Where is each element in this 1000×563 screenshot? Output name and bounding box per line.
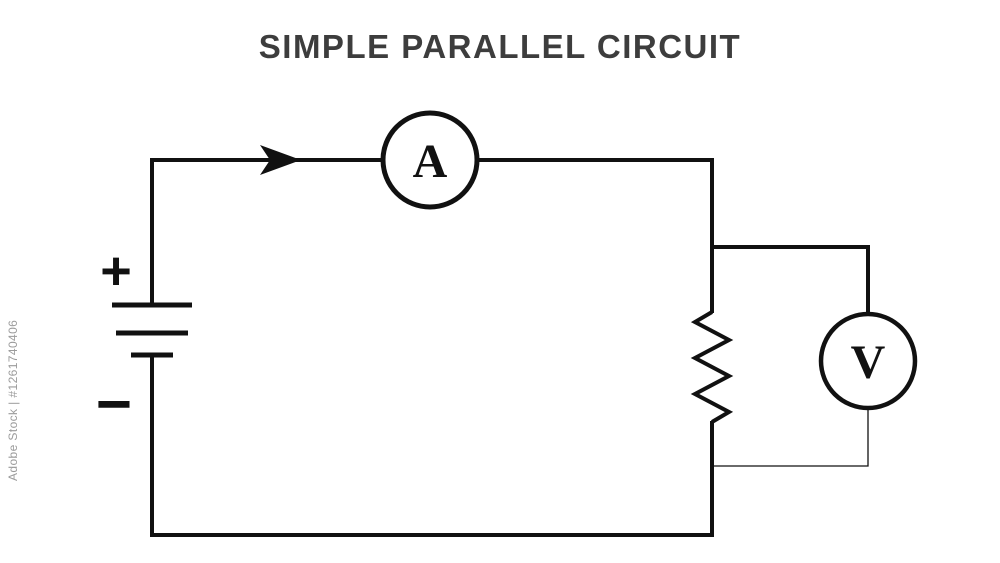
voltmeter-circle: [818, 311, 918, 411]
ammeter-circle: [380, 110, 480, 210]
wire-voltmeter-branch-top: [710, 245, 870, 315]
ammeter-symbol: A: [380, 110, 480, 210]
current-arrow-icon: [260, 145, 301, 175]
wire-voltmeter-branch-bottom: [712, 408, 869, 467]
diagram-title: SIMPLE PARALLEL CIRCUIT: [258, 28, 742, 65]
battery-positive-label: +: [100, 241, 132, 301]
battery-negative-label: −: [96, 370, 132, 439]
ammeter-label: A: [413, 135, 448, 188]
voltmeter-symbol: V: [818, 311, 918, 411]
battery-symbol: + −: [96, 241, 192, 439]
resistor-symbol: [690, 310, 734, 424]
voltmeter-label: V: [851, 336, 886, 389]
wire-main-loop-bottom: [150, 356, 714, 537]
